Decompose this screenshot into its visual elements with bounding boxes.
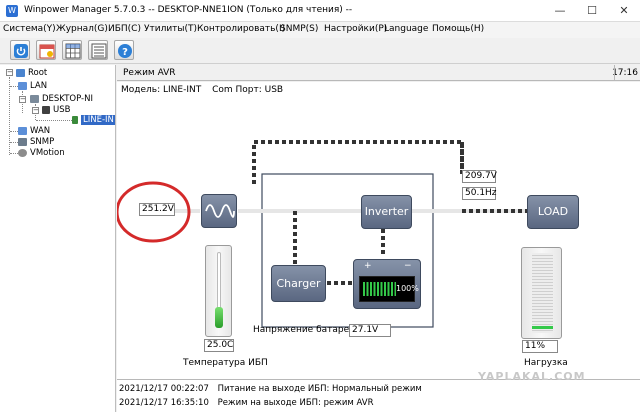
flow-lines (117, 140, 535, 328)
calendar-icon (39, 44, 55, 59)
menu-utilities[interactable]: Утилиты(T) (144, 24, 198, 34)
data-log-button[interactable] (62, 40, 82, 60)
tree-root[interactable]: Root (16, 68, 47, 78)
battery-minus: − (404, 261, 412, 271)
load-track (532, 253, 553, 333)
usb-icon (42, 105, 50, 114)
window-title: Winpower Manager 5.7.0.3 -- DESKTOP-NNE1… (24, 5, 353, 15)
tree-snmp[interactable]: SNMP (18, 137, 54, 147)
tree-usb[interactable]: USB (42, 105, 70, 115)
battery-plus: + (364, 261, 372, 271)
tree-desktop[interactable]: DESKTOP-NI (30, 94, 93, 104)
event-log: 2021/12/17 00:22:07 Питание на выходе ИБ… (117, 379, 640, 412)
schedule-button[interactable] (36, 40, 56, 60)
menu-log[interactable]: Журнал(G) (56, 24, 108, 34)
output-frequency: 50.1Hz (462, 187, 497, 200)
close-button[interactable]: ✕ (619, 4, 629, 17)
battery-voltage-label: Напряжение батареи (253, 325, 355, 335)
title-bar: W Winpower Manager 5.7.0.3 -- DESKTOP-NN… (0, 0, 640, 22)
temperature-value: 25.0C (204, 339, 234, 352)
menu-ups[interactable]: ИБП(C) (108, 24, 141, 34)
menu-monitor[interactable]: Контролировать(I) (197, 24, 286, 34)
log-message: Питание на выходе ИБП: Нормальный режим (217, 384, 422, 394)
ups-icon (72, 115, 78, 124)
watermark: YAPLAKAL.COM (478, 370, 586, 383)
load-block: LOAD (527, 195, 579, 229)
wan-icon (18, 126, 27, 135)
snmp-icon (18, 137, 27, 146)
root-expander[interactable]: − (6, 68, 13, 76)
tree-vmotion[interactable]: VMotion (18, 148, 65, 158)
vmotion-icon (18, 148, 27, 157)
mode-label: Режим AVR (123, 68, 176, 78)
load-gauge (521, 247, 562, 339)
battery-level-bar (363, 282, 396, 296)
load-percent: 11% (522, 340, 558, 353)
maximize-button[interactable]: ☐ (587, 4, 597, 17)
menu-system[interactable]: Система(Y) (3, 24, 56, 34)
event-log-button[interactable] (88, 40, 108, 60)
help-button[interactable]: ? (114, 40, 134, 60)
tree-wan[interactable]: WAN (18, 126, 50, 136)
sine-wave-icon (205, 204, 235, 218)
avr-block (201, 194, 237, 228)
grid-icon (65, 43, 81, 59)
device-tree: − Root LAN − DESKTOP-NI − USB LINE-IN WA… (0, 65, 116, 412)
lan-expander[interactable]: − (19, 95, 26, 103)
svg-text:?: ? (122, 47, 128, 58)
tree-lan[interactable]: LAN (18, 81, 47, 91)
menu-help[interactable]: Помощь(H) (432, 24, 485, 34)
input-voltage: 251.2V (139, 203, 175, 216)
device-info: Модель: LINE-INT Com Порт: USB (121, 85, 291, 95)
temperature-label: Температура ИБП (183, 358, 268, 368)
clock: 17:16 (612, 68, 638, 78)
log-entry: 2021/12/17 00:22:07 Питание на выходе ИБ… (119, 384, 428, 394)
charger-block: Charger (271, 265, 326, 302)
help-icon: ? (118, 44, 132, 58)
log-time: 2021/12/17 00:22:07 (119, 384, 209, 394)
port-label: Com Порт: USB (212, 85, 284, 95)
desktop-expander[interactable]: − (32, 106, 39, 114)
menu-snmp[interactable]: SNMP(S) (280, 24, 319, 34)
tree-line-int[interactable]: LINE-IN (72, 115, 115, 125)
list-icon (91, 43, 107, 59)
menu-language[interactable]: Language (384, 24, 429, 34)
network-icon (16, 68, 25, 77)
log-message: Режим на выходе ИБП: режим AVR (217, 398, 374, 408)
computer-icon (30, 94, 39, 103)
battery-voltage: 27.1V (349, 324, 391, 337)
temperature-fill (215, 307, 223, 328)
menu-settings[interactable]: Настройки(P) (324, 24, 388, 34)
power-icon (14, 44, 28, 58)
output-voltage: 209.7V (462, 170, 497, 183)
ups-diagram: 251.2V Inverter 209.7V 50.1Hz LOAD Charg… (117, 97, 640, 379)
status-strip: Режим AVR 17:16 (117, 65, 640, 81)
model-label: Модель: LINE-INT (121, 85, 202, 95)
toolbar: ? (0, 38, 640, 64)
battery-display: 100% (359, 276, 419, 302)
log-entry: 2021/12/17 16:35:10 Режим на выходе ИБП:… (119, 398, 380, 408)
battery-percent: 100% (396, 284, 419, 293)
app-icon: W (6, 5, 18, 17)
lan-icon (18, 81, 27, 90)
temperature-gauge (205, 245, 232, 337)
power-button[interactable] (10, 40, 30, 60)
minimize-button[interactable]: — (554, 4, 566, 17)
inverter-block: Inverter (361, 195, 412, 229)
load-label: Нагрузка (524, 358, 568, 368)
menu-bar: Система(Y) Журнал(G) ИБП(C) Утилиты(T) К… (0, 22, 640, 38)
battery-block: + − 100% (353, 259, 421, 309)
load-fill (532, 326, 553, 329)
log-time: 2021/12/17 16:35:10 (119, 398, 209, 408)
